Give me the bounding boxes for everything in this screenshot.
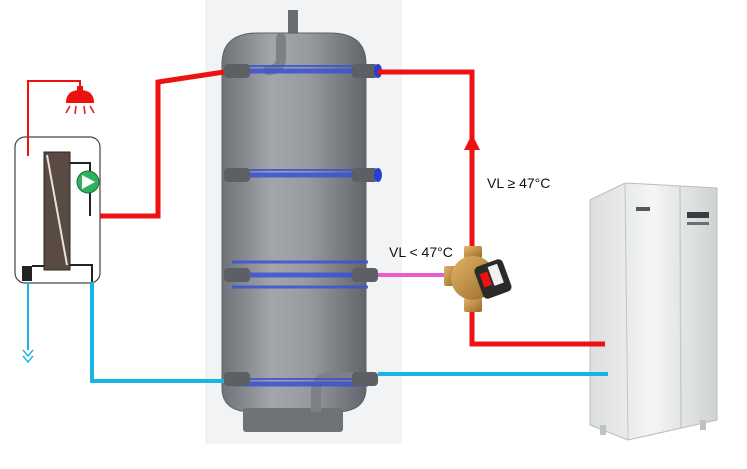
- flow-temp-low-label: VL < 47°C: [389, 244, 453, 260]
- buffer-tank-icon: [221, 10, 367, 432]
- shower-supply-pipe: [27, 80, 81, 156]
- station-internal-pipes: [32, 162, 93, 282]
- fresh-water-station: [14, 136, 101, 284]
- heat-exchanger-coils: [232, 65, 368, 387]
- circulation-pump-icon: [76, 170, 100, 194]
- shower-icon: [65, 86, 95, 115]
- heat-pump-unit-icon: [589, 182, 718, 441]
- cold-water-pipes: [90, 282, 608, 383]
- cold-water-inlet-icon: [22, 349, 34, 364]
- flow-arrow-icon: [464, 134, 480, 150]
- hot-water-pipes: [100, 69, 605, 347]
- flow-temp-high-label: VL ≥ 47°C: [487, 175, 551, 191]
- mixing-valve-icon: [444, 246, 512, 312]
- tank-connections: [224, 64, 378, 386]
